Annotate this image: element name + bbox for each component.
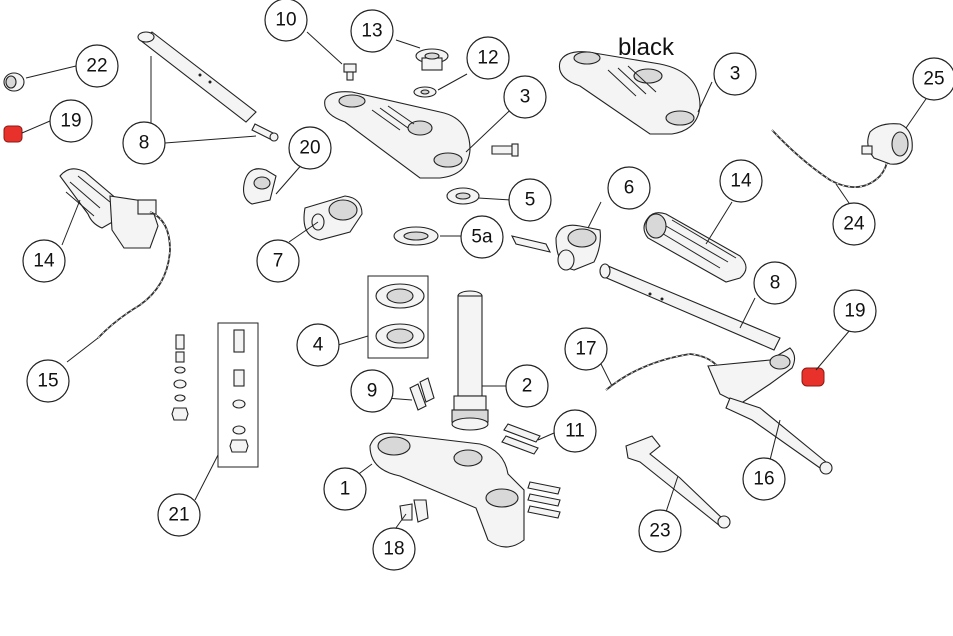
callout-3-center: 3 — [503, 75, 547, 119]
callout-19-right: 19 — [833, 289, 877, 333]
callout-label: 5a — [471, 227, 493, 248]
part-5-bearing-nut — [446, 187, 480, 205]
part-4-bearings — [367, 275, 429, 359]
callout-label: 8 — [139, 133, 150, 154]
callout-16: 16 — [742, 457, 786, 501]
callout-25: 25 — [912, 57, 953, 101]
callout-1: 1 — [323, 467, 367, 511]
callout-label: 8 — [770, 273, 781, 294]
part-3-upper-triple-clamp — [324, 91, 471, 179]
part-13-nut — [415, 48, 449, 71]
part-8-handlebar-right — [599, 263, 781, 351]
callout-label: 10 — [275, 10, 296, 31]
part-8-handlebar-top — [137, 31, 279, 142]
part-24-cable — [771, 129, 889, 188]
part-3-upper-triple-clamp-black — [558, 51, 701, 135]
callout-label: 1 — [340, 479, 351, 500]
callout-10: 10 — [264, 0, 308, 42]
callout-8-right: 8 — [753, 261, 797, 305]
part-1-lower-triple-clamp — [369, 432, 525, 548]
callout-label: 25 — [923, 69, 944, 90]
callout-label: 24 — [843, 214, 865, 235]
part-5a-washer — [393, 226, 439, 246]
part-22-end-cap — [3, 72, 25, 92]
part-12-washer — [413, 86, 437, 98]
callout-2: 2 — [505, 364, 549, 408]
part-11-long-bolts — [501, 423, 561, 519]
part-6-bar-clamp — [510, 224, 601, 271]
callout-label: 20 — [299, 138, 320, 159]
callout-label: 7 — [273, 251, 284, 272]
part-14-throttle-grip — [59, 168, 159, 249]
callout-label: 6 — [624, 178, 635, 199]
part-19-bar-end-left — [3, 125, 23, 143]
callout-label: 9 — [367, 381, 378, 402]
callout-label: 5 — [525, 190, 536, 211]
callout-21: 21 — [157, 493, 201, 537]
callout-12: 12 — [466, 36, 510, 80]
callout-3-black: 3 — [713, 52, 757, 96]
callout-8-left: 8 — [122, 121, 166, 165]
part-2-steering-stem — [451, 290, 489, 431]
callout-22: 22 — [75, 44, 119, 88]
callout-6: 6 — [607, 166, 651, 210]
callout-17: 17 — [564, 327, 608, 371]
part-23-lever — [625, 435, 731, 529]
callout-label: 23 — [649, 521, 670, 542]
part-21-hardware-set — [171, 322, 259, 468]
part-17-clutch-cable — [605, 353, 723, 391]
callout-label: 19 — [60, 111, 81, 132]
callout-5a: 5a — [460, 215, 504, 259]
callout-4: 4 — [296, 323, 340, 367]
callout-13: 13 — [350, 9, 394, 53]
callout-label: 3 — [730, 64, 741, 85]
callout-label: 19 — [844, 301, 865, 322]
callout-24: 24 — [832, 202, 876, 246]
callout-label: 16 — [753, 469, 774, 490]
callout-18: 18 — [372, 527, 416, 571]
callout-label: 15 — [37, 371, 58, 392]
callout-label: 14 — [730, 171, 752, 192]
callout-19-left: 19 — [49, 99, 93, 143]
callout-label: 3 — [520, 87, 531, 108]
callout-label: 18 — [383, 539, 404, 560]
part-16-clutch-lever — [707, 347, 833, 475]
part-18-pin-clip — [399, 499, 429, 523]
callout-label: 13 — [361, 21, 382, 42]
part-14-grip-right — [643, 212, 747, 283]
part-10-bolt — [343, 63, 357, 81]
callout-20: 20 — [288, 126, 332, 170]
callout-label: 11 — [565, 421, 585, 442]
part-20-clamp — [243, 168, 277, 205]
callout-label: 14 — [33, 251, 55, 272]
callout-label: 21 — [168, 505, 189, 526]
part-25-switch-housing — [861, 123, 913, 165]
callout-label: 17 — [575, 339, 596, 360]
callout-15: 15 — [26, 359, 70, 403]
callout-23: 23 — [638, 509, 682, 553]
callout-5: 5 — [508, 178, 552, 222]
part-9-bolts — [409, 377, 435, 411]
note-black-label: black — [618, 34, 675, 61]
callout-11: 11 — [553, 409, 597, 453]
callout-label: 4 — [313, 335, 324, 356]
callout-14-right: 14 — [719, 159, 763, 203]
callout-label: 12 — [477, 48, 498, 69]
callout-label: 2 — [522, 376, 533, 397]
part-19-bar-end-right — [801, 367, 825, 387]
part-bolt-small — [491, 143, 519, 157]
callout-7: 7 — [256, 239, 300, 283]
callout-label: 22 — [86, 56, 107, 77]
part-15-throttle-cable — [97, 211, 171, 339]
callout-9: 9 — [350, 369, 394, 413]
part-7-bar-clamp — [303, 195, 363, 241]
callout-14-left: 14 — [22, 239, 66, 283]
